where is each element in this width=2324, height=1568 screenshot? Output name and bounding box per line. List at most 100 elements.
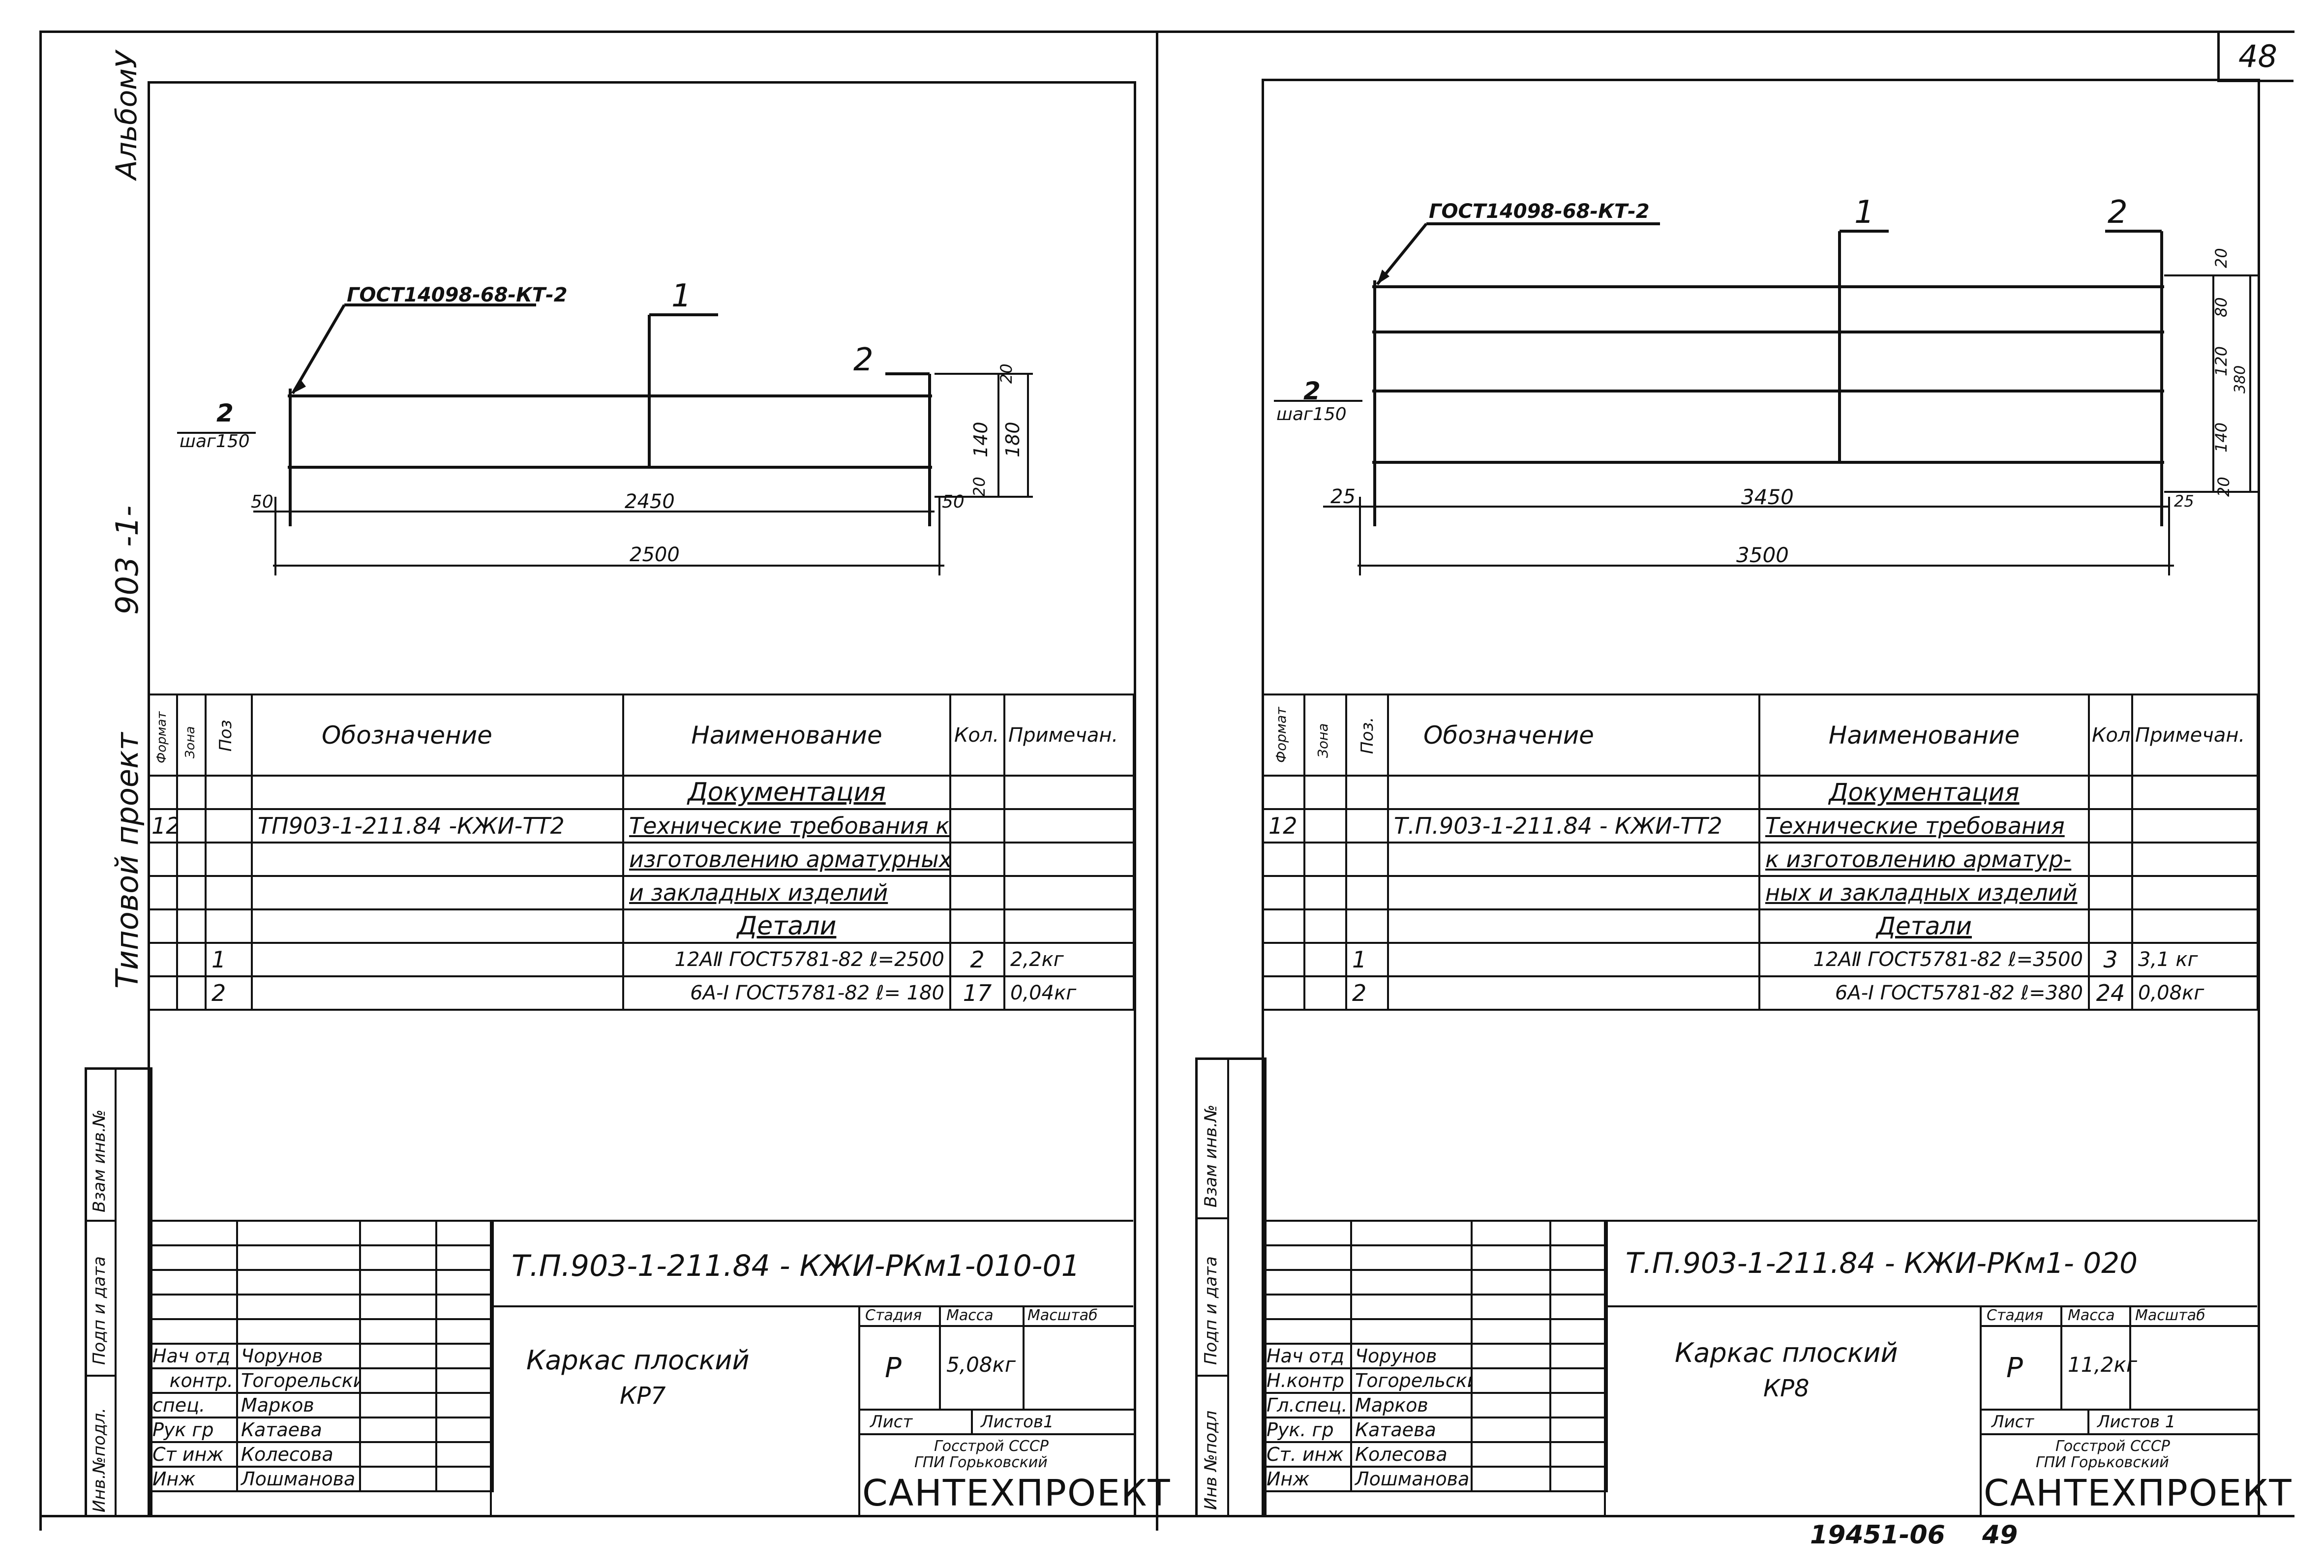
left-doc-designation: ТП903-1-211.84 -КЖИ-ТТ2 <box>251 808 624 844</box>
right-person-1: Чорунов <box>1350 1343 1473 1369</box>
left-stage-grid: Стадия Масса Масштаб Р 5,08кг Лист Листо… <box>858 1305 1170 1517</box>
right-stage-h1 <box>1982 1325 2259 1327</box>
page-number: 48 <box>2238 38 2277 74</box>
left-row2-qty: 17 <box>949 975 1005 1011</box>
right-stage-v3 <box>2087 1409 2089 1433</box>
left-sheets-label: Листов1 <box>981 1412 1054 1432</box>
left-title-main: Т.П.903-1-211.84 - КЖИ-РКм1-010-01 Карка… <box>490 1220 1170 1517</box>
right-scale-label: Масштаб <box>2135 1307 2205 1324</box>
right-role-1: Нач отд <box>1262 1343 1352 1369</box>
left-role-1: Нач отд <box>148 1343 238 1369</box>
right-person-3: Марков <box>1350 1392 1473 1418</box>
right-hdr-qty: Кол. <box>2088 694 2133 777</box>
right-section-docs: Документация <box>1758 775 2090 810</box>
left-sheet-label: Лист <box>870 1412 913 1432</box>
right-title-main: Т.П.903-1-211.84 - КЖИ-РКм1- 020 Каркас … <box>1604 1220 2292 1517</box>
left-role-5: Ст инж <box>148 1441 238 1468</box>
right-dim-380: 380 <box>2232 365 2249 393</box>
right-role-6: Инж <box>1262 1466 1352 1492</box>
left-person-6: Лошманова <box>236 1466 361 1492</box>
right-hdr-format: Формат <box>1262 694 1305 777</box>
right-dim-3500: 3500 <box>1736 543 1789 567</box>
right-row1-pos: 1 <box>1345 942 1389 977</box>
right-row2-qty: 24 <box>2088 975 2133 1011</box>
bottom-code: 19451-06 <box>1810 1520 1945 1550</box>
left-gost-label: ГОСТ14098-68-КТ-2 <box>347 284 568 306</box>
right-doc-format: 12 <box>1262 808 1305 844</box>
left-role-3: спец. <box>148 1392 238 1418</box>
outer-bottom-line <box>39 1515 2294 1517</box>
left-dim-2450: 2450 <box>625 490 675 513</box>
right-dim-20b: 20 <box>2214 477 2233 497</box>
left-step-label: шаг150 <box>180 431 250 452</box>
left-doc-name-1: Технические требования к <box>622 808 951 844</box>
table-row: 2 6А-Ⅰ ГОСТ5781-82 ℓ= 180 17 0,04кг <box>148 975 1135 1011</box>
right-row1-name: 12АⅡ ГОСТ5781-82 ℓ=3500 <box>1758 942 2090 977</box>
bottom-number: 49 <box>1982 1520 2018 1550</box>
left-spec-table: Формат Зона Поз Обозначение Наименование… <box>148 694 1135 1011</box>
right-person-6: Лошманова <box>1350 1466 1473 1492</box>
left-stage-h2 <box>860 1409 1135 1411</box>
left-org2: ГПИ Горьковский <box>914 1454 1048 1471</box>
right-step-num: 2 <box>1303 377 1321 405</box>
left-row2-name: 6А-Ⅰ ГОСТ5781-82 ℓ= 180 <box>622 975 951 1011</box>
right-mass-label: Масса <box>2068 1307 2115 1324</box>
left-doc-name-3: и закладных изделий <box>622 875 951 910</box>
left-item-mark: КР7 <box>620 1382 666 1410</box>
right-hdr-name: Наименование <box>1758 694 2090 777</box>
right-row1-note: 3,1 кг <box>2131 942 2259 977</box>
left-person-4: Катаева <box>236 1417 361 1443</box>
right-mass-value: 11,2кг <box>2068 1353 2137 1377</box>
left-hdr-qty: Кол. <box>949 694 1005 777</box>
left-stamp-divider <box>115 1070 117 1517</box>
left-step-num: 2 <box>216 399 234 427</box>
right-dim-20a: 20 <box>2212 248 2231 268</box>
left-dim-50b: 50 <box>942 492 965 512</box>
left-role-4: Рук гр <box>148 1417 238 1443</box>
right-person-2: Тогорельский <box>1350 1367 1473 1394</box>
right-stamp-sep1 <box>1198 1217 1227 1219</box>
right-dim-25b: 25 <box>2174 492 2194 511</box>
right-hdr-pos: Поз. <box>1345 694 1389 777</box>
left-stamp-sep1 <box>87 1220 115 1222</box>
left-stage-h3 <box>860 1433 1135 1435</box>
right-row2-note: 0,08кг <box>2131 975 2259 1011</box>
left-hdr-zone: Зона <box>176 694 207 777</box>
left-hdr-pos: Поз <box>205 694 253 777</box>
left-stamp-sep2 <box>87 1375 115 1377</box>
left-drawing-code: Т.П.903-1-211.84 - КЖИ-РКм1-010-01 <box>512 1249 1080 1283</box>
left-hdr-format: Формат <box>148 694 178 777</box>
right-sheet-label: Лист <box>1992 1412 2034 1432</box>
right-stage-grid: Стадия Масса Масштаб Р 11,2кг Лист Листо… <box>1980 1305 2292 1517</box>
left-row2-note: 0,04кг <box>1003 975 1135 1011</box>
left-stage-label: Стадия <box>865 1307 922 1324</box>
right-role-3: Гл.спец. <box>1262 1392 1352 1418</box>
page-number-box: 48 <box>2217 30 2294 82</box>
table-row: 1 12АⅡ ГОСТ5781-82 ℓ=3500 3 3,1 кг <box>1262 942 2259 977</box>
right-row2-pos: 2 <box>1345 975 1389 1011</box>
right-stage-v1 <box>2060 1305 2062 1409</box>
right-hdr-zone: Зона <box>1303 694 1347 777</box>
right-doc-name-1: Технические требования <box>1758 808 2090 844</box>
right-role-2: Н.контр <box>1262 1367 1352 1394</box>
left-section-details: Детали <box>622 908 951 944</box>
left-hdr-note: Примечан. <box>1003 694 1135 777</box>
right-row2-name: 6А-Ⅰ ГОСТ5781-82 ℓ=380 <box>1758 975 2090 1011</box>
right-role-5: Ст. инж <box>1262 1441 1352 1468</box>
right-sheets-label: Листов 1 <box>2097 1412 2176 1432</box>
right-dim-140: 140 <box>2212 422 2231 452</box>
left-person-3: Марков <box>236 1392 361 1418</box>
right-dim-80: 80 <box>2212 297 2231 317</box>
left-pos2-callout: 2 <box>853 342 874 378</box>
right-hdr-note: Примечан. <box>2131 694 2259 777</box>
right-item-mark: КР8 <box>1763 1375 1810 1402</box>
table-row: 1 12АⅡ ГОСТ5781-82 ℓ=2500 2 2,2кг <box>148 942 1135 977</box>
right-pos2-callout: 2 <box>2108 194 2128 231</box>
right-doc-name-2: к изготовлению арматур- <box>1758 842 2090 877</box>
left-hdr-name: Наименование <box>622 694 951 777</box>
left-row1-pos: 1 <box>205 942 253 977</box>
